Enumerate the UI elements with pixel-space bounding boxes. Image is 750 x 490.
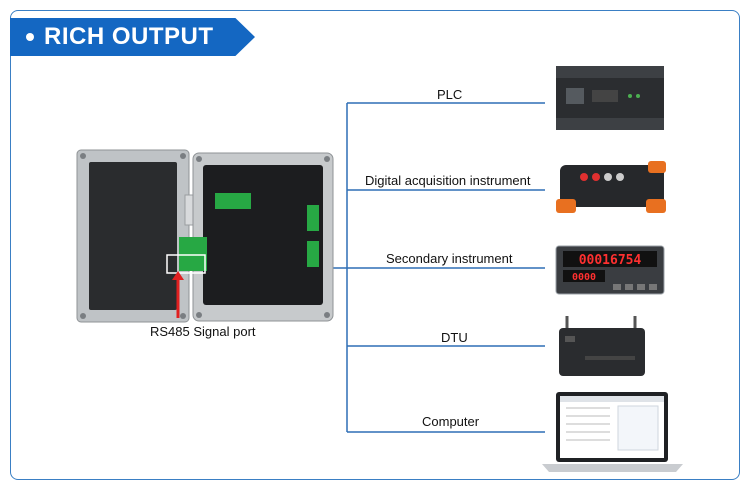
box-caption: RS485 Signal port xyxy=(150,324,256,339)
plc-icon xyxy=(556,66,664,130)
banner-title: RICH OUTPUT xyxy=(44,23,214,50)
output-label-plc: PLC xyxy=(437,87,463,102)
enclosure-icon xyxy=(76,149,334,323)
bullet-icon xyxy=(26,33,34,41)
output-label-daq: Digital acquisition instrument xyxy=(365,173,531,188)
dtu-icon xyxy=(559,316,645,376)
meter-bottom-readout: 0000 xyxy=(572,272,596,283)
panel-meter-icon: 00016754 0000 xyxy=(555,245,665,295)
border-frame xyxy=(10,10,740,480)
meter-top-readout: 00016754 xyxy=(579,253,642,268)
banner: RICH OUTPUT xyxy=(10,18,255,56)
output-label-secondary: Secondary instrument xyxy=(386,251,513,266)
output-label-computer: Computer xyxy=(422,414,480,429)
laptop-icon xyxy=(542,392,683,472)
output-label-dtu: DTU xyxy=(441,330,468,345)
daq-icon xyxy=(556,161,666,213)
